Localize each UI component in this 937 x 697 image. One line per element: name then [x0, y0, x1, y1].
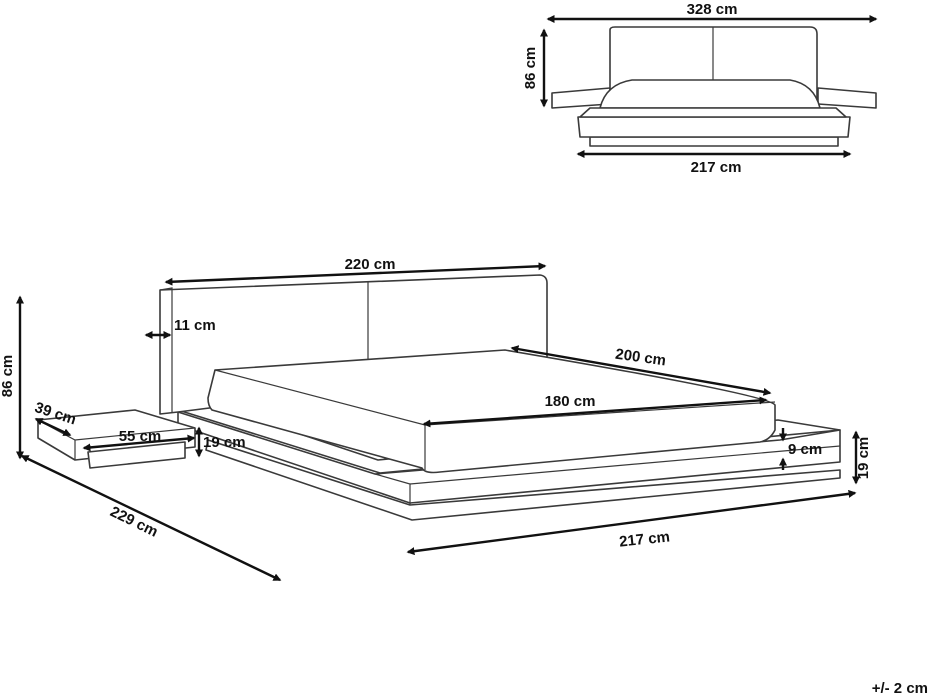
platform-step-label: 9 cm: [788, 441, 822, 458]
front-base-label: 217 cm: [691, 159, 742, 176]
front-view-drawing: [551, 26, 877, 147]
mattress-width-label: 180 cm: [545, 393, 596, 410]
headboard-width-label: 220 cm: [345, 256, 396, 273]
perspective-bed-drawing: [37, 274, 841, 521]
front-base-lower: [589, 136, 839, 147]
front-nightstand-right: [817, 87, 877, 109]
tolerance-label: +/- 2 cm: [872, 680, 928, 697]
front-height-label: 86 cm: [522, 47, 539, 90]
overall-width-label: 217 cm: [618, 528, 670, 550]
nightstand-height-label: 19 cm: [203, 434, 246, 451]
platform-height-label: 19 cm: [855, 437, 872, 480]
front-mattress: [599, 79, 821, 109]
nightstand-width-label: 55 cm: [119, 428, 162, 445]
bed-height-label: 86 cm: [0, 355, 16, 398]
mattress-length-label: 200 cm: [614, 346, 667, 370]
front-base-upper: [577, 116, 851, 138]
headboard-thickness-label: 11 cm: [174, 317, 216, 334]
front-width-label: 328 cm: [687, 1, 738, 18]
